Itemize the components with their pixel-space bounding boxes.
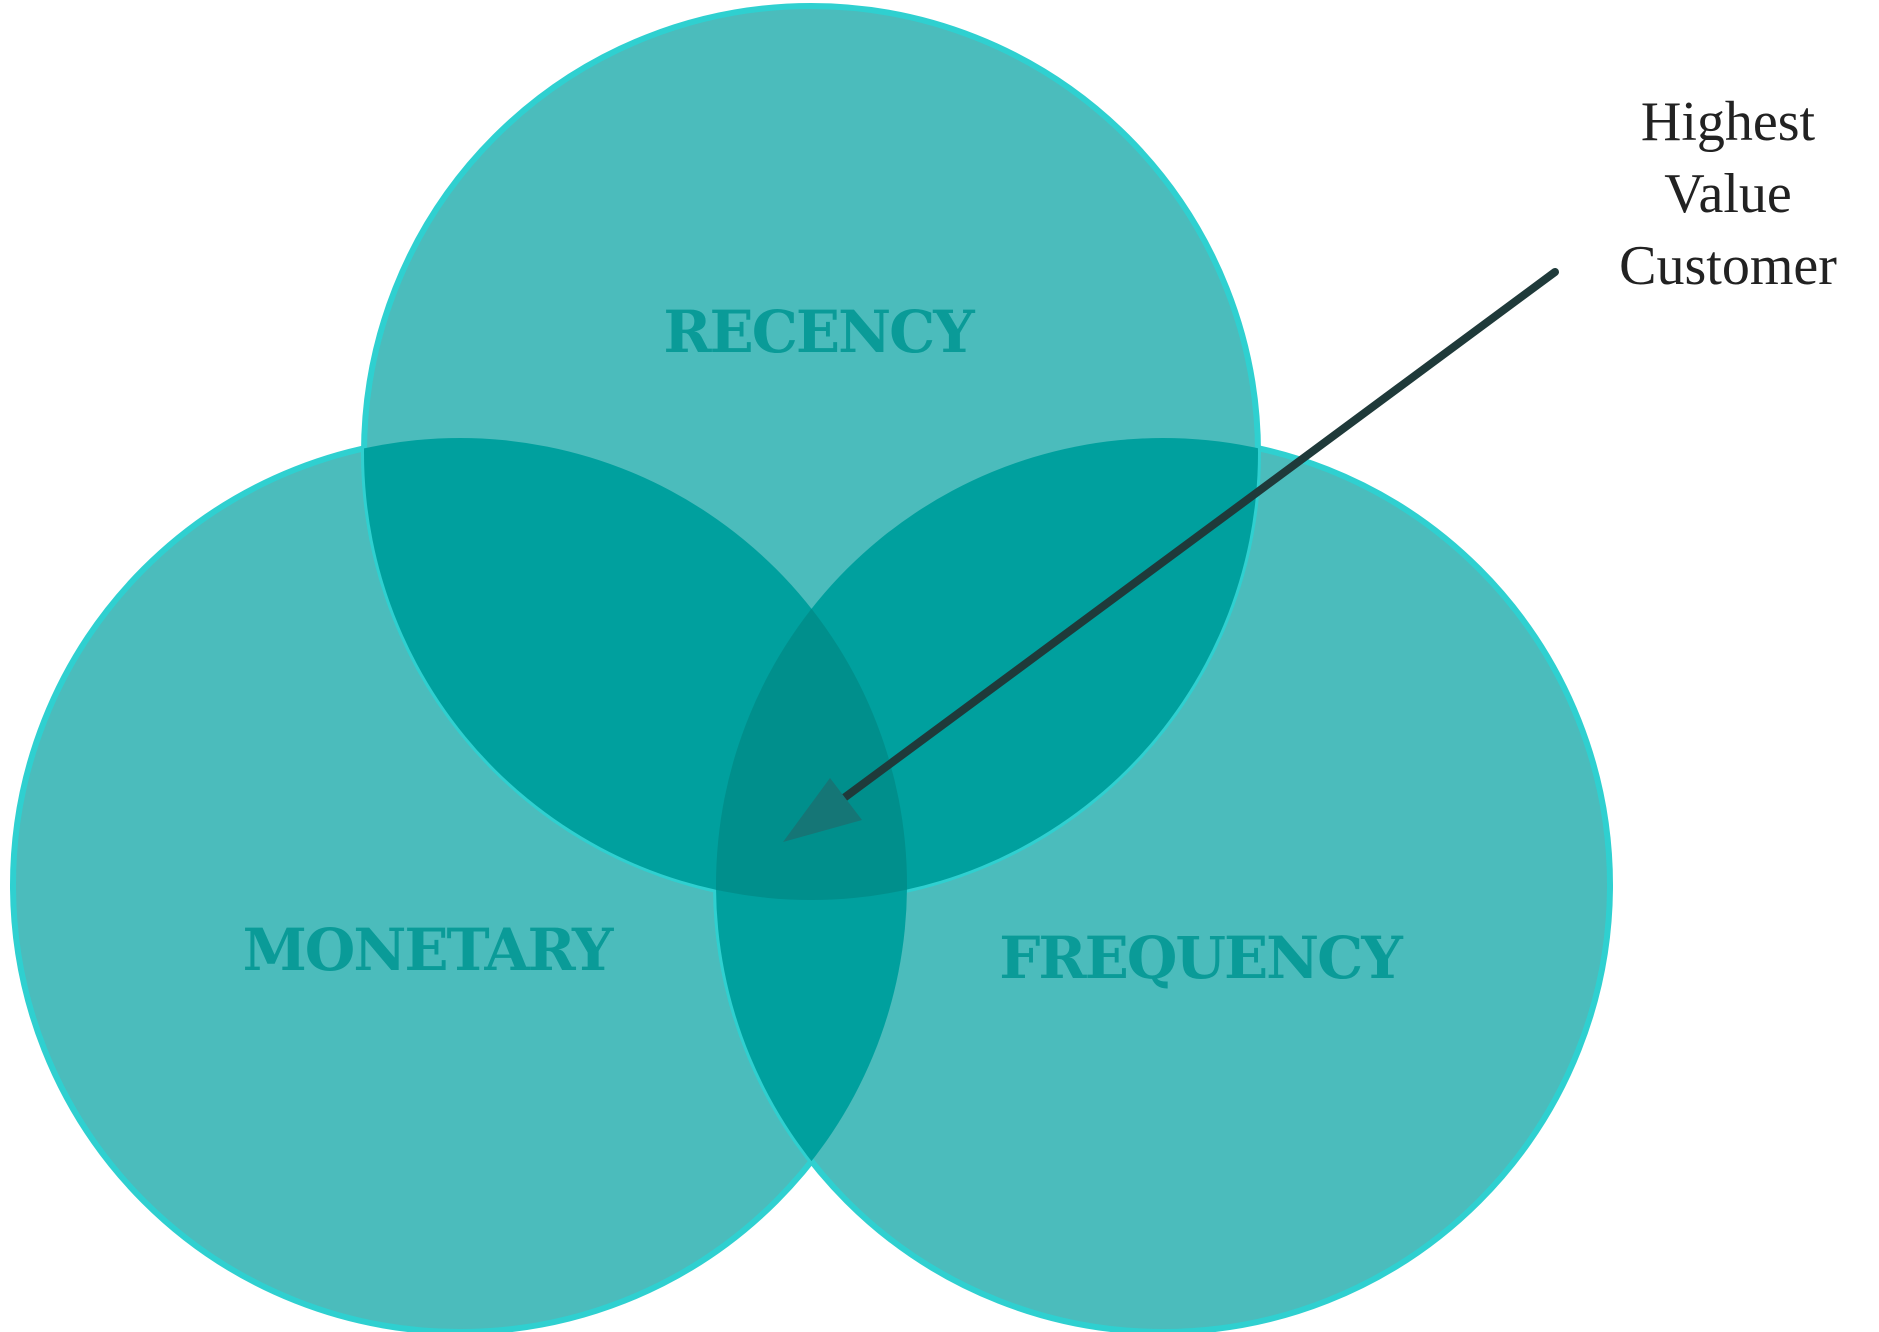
label-monetary: MONETARY bbox=[243, 916, 614, 984]
callout-line-3: Customer bbox=[1619, 235, 1837, 297]
callout-line-2: Value bbox=[1664, 163, 1792, 225]
callout-line-1: Highest bbox=[1641, 91, 1816, 153]
label-frequency: FREQUENCY bbox=[999, 924, 1403, 992]
label-recency: RECENCY bbox=[663, 298, 975, 366]
callout-arrowhead-icon bbox=[783, 778, 862, 842]
callout-arrow-line bbox=[821, 268, 1559, 816]
